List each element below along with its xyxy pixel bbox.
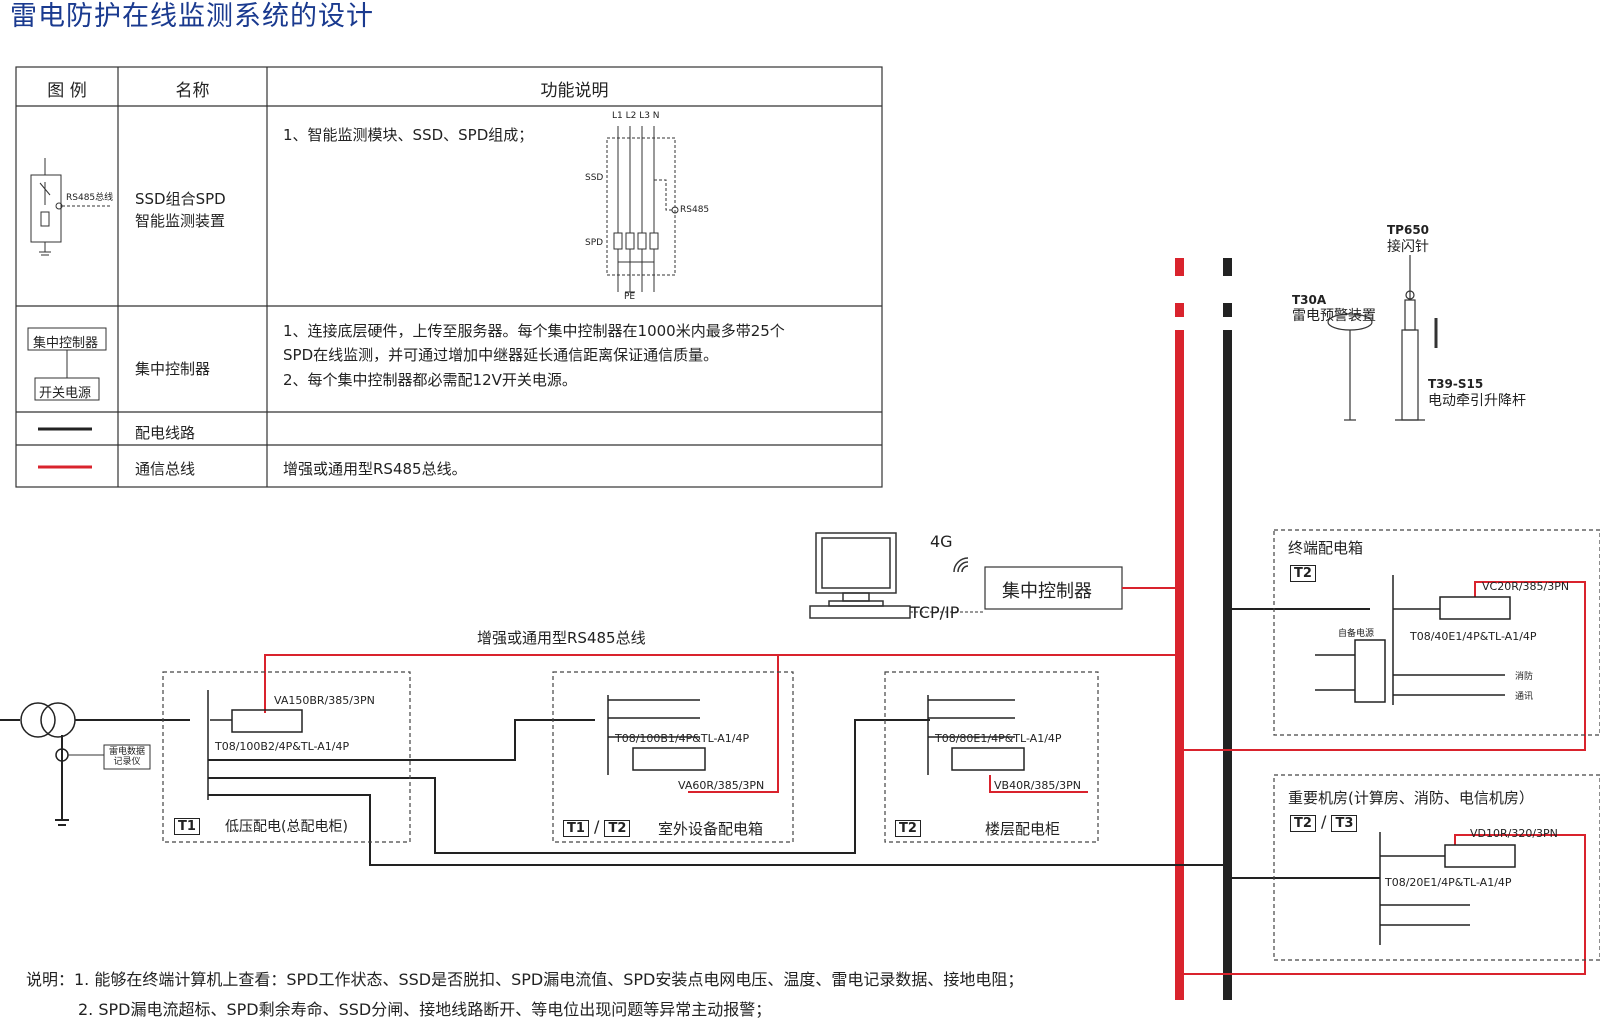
legend-table: [15, 66, 883, 488]
box5-name: 重要机房(计算房、消防、电信机房）: [1288, 789, 1534, 807]
power-supply-icon-label: 开关电源: [39, 386, 92, 401]
legend-row3-name: 配电线路: [135, 424, 196, 442]
ssd-spd-icon: [30, 158, 112, 256]
box2-badge1: T1: [563, 820, 589, 837]
t30a-name: 雷电预警装置: [1292, 308, 1376, 324]
box2-spd: VA60R/385/3PN: [678, 779, 765, 792]
legend-header-name: 名称: [175, 81, 210, 101]
t30a-label: T30A: [1292, 293, 1327, 307]
legend-row4-name: 通信总线: [135, 460, 196, 478]
legend-header-icon: 图 例: [47, 81, 87, 101]
ssd-internal-diagram: [606, 126, 679, 293]
legend-row1-desc: 1、智能监测模块、SSD、SPD组成；: [283, 126, 534, 144]
legend-row4-desc: 增强或通用型RS485总线。: [283, 460, 467, 478]
recorder-label: 雷电数据 记录仪: [108, 747, 145, 767]
box2-name: 室外设备配电箱: [658, 820, 764, 838]
box2-ssd: T08/100B1/4P&TL-A1/4P: [615, 732, 750, 745]
box-internals: [207, 575, 1516, 945]
controller-icon: [27, 327, 107, 401]
box4-name: 终端配电箱: [1288, 539, 1364, 557]
main-buses: [1175, 258, 1232, 1000]
legend-row2-name: 集中控制器: [135, 360, 211, 378]
comm-bus: [264, 581, 1586, 975]
ssd-diagram-top: L1 L2 L3 N: [612, 111, 660, 121]
box5-spd: VD10R/320/3PN: [1470, 827, 1558, 840]
box4-spd: VC20R/385/3PN: [1482, 580, 1570, 593]
box1-badge: T1: [174, 818, 200, 835]
box3-badge: T2: [895, 820, 921, 837]
ssd-diagram-ssd: SSD: [585, 173, 604, 183]
box3-name: 楼层配电柜: [985, 820, 1061, 838]
legend-row2-desc3: 2、每个集中控制器都必需配12V开关电源。: [283, 371, 577, 389]
box5-ssd: T08/20E1/4P&TL-A1/4P: [1385, 876, 1512, 889]
tp650-label: TP650: [1387, 223, 1430, 237]
box3-ssd: T08/80E1/4P&TL-A1/4P: [935, 732, 1062, 745]
rs485-icon-label: RS485总线: [66, 193, 114, 203]
dist-boxes: [162, 529, 1600, 961]
box2-badge2: T2: [604, 820, 631, 837]
box4-badge: T2: [1290, 565, 1316, 582]
lightning-devices: [1327, 255, 1438, 421]
box4-fire: 消防: [1515, 672, 1534, 682]
box5-badge2: T3: [1331, 815, 1358, 832]
wifi-icon: [953, 557, 969, 573]
ssd-diagram-rs485: RS485: [680, 205, 710, 215]
tp650-name: 接闪针: [1387, 239, 1429, 255]
note-line2: 2. SPD漏电流超标、SPD剩余寿命、SSD分闸、接地线路断开、等电位出现问题…: [78, 1000, 772, 1019]
ssd-diagram-pe: PE: [624, 292, 636, 302]
legend-row1-name: SSD组合SPD 智能监测装置: [135, 190, 226, 230]
box4-backup: 自备电源: [1338, 629, 1375, 639]
legend-header-desc: 功能说明: [540, 81, 609, 101]
bus-label: 增强或通用型RS485总线: [477, 629, 646, 647]
legend-row2-desc1: 1、连接底层硬件，上传至服务器。每个集中控制器在1000米内最多带25个: [283, 322, 785, 340]
t39-label: T39-S15: [1428, 377, 1484, 391]
box5-badge1: T2: [1290, 815, 1316, 832]
controller-label: 集中控制器: [1002, 581, 1092, 602]
page-title: 雷电防护在线监测系统的设计: [10, 1, 374, 32]
controller-icon-label: 集中控制器: [33, 336, 99, 351]
legend-row2-desc2: SPD在线监测，并可通过增加中继器延长通信距离保证通信质量。: [283, 346, 719, 364]
box4-ssd: T08/40E1/4P&TL-A1/4P: [1410, 630, 1537, 643]
net-4g-label: 4G: [930, 532, 953, 551]
tcpip-label: TCP/IP: [910, 603, 960, 622]
transformer-icon: [20, 702, 76, 762]
power-lines: [0, 608, 1380, 879]
note-line1: 说明：1. 能够在终端计算机上查看：SPD工作状态、SSD是否脱扣、SPD漏电流…: [26, 970, 1024, 989]
t39-name: 电动牵引升降杆: [1428, 393, 1526, 409]
computer-icon: [809, 532, 911, 619]
ssd-diagram-spd: SPD: [585, 238, 604, 248]
box3-spd: VB40R/385/3PN: [994, 779, 1081, 792]
box4-comm: 通讯: [1515, 692, 1534, 702]
box1-ssd: T08/100B2/4P&TL-A1/4P: [215, 740, 350, 753]
box1-name: 低压配电(总配电柜): [225, 819, 348, 835]
recorder-box: [103, 744, 151, 770]
box1-spd: VA150BR/385/3PN: [274, 694, 375, 707]
